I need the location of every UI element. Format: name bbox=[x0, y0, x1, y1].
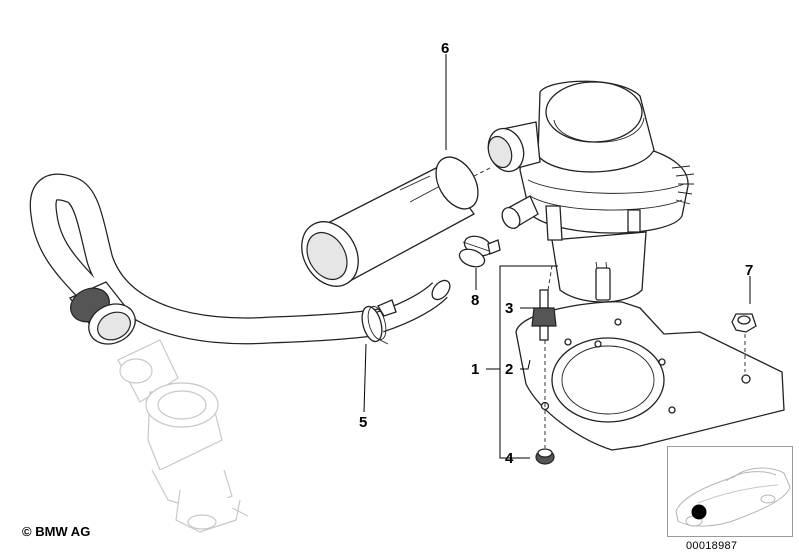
callout-5: 5 bbox=[359, 414, 367, 431]
nut-small bbox=[535, 448, 555, 465]
location-marker-icon bbox=[691, 504, 707, 520]
long-hose bbox=[29, 173, 383, 345]
short-hose bbox=[376, 279, 451, 333]
copyright-label: © BMW AG bbox=[22, 524, 91, 539]
rubber-mount bbox=[531, 289, 557, 341]
callout-7: 7 bbox=[745, 262, 753, 279]
leader-lines bbox=[363, 54, 751, 459]
intake-tube bbox=[301, 156, 479, 287]
hose-coupling bbox=[68, 281, 138, 345]
air-pump bbox=[487, 80, 695, 303]
callout-8: 8 bbox=[471, 292, 479, 309]
mounting-bracket bbox=[515, 301, 785, 451]
callout-6: 6 bbox=[441, 40, 449, 57]
nut-large bbox=[731, 313, 757, 333]
callout-2: 2 bbox=[505, 361, 513, 378]
locator-thumbnail bbox=[667, 446, 793, 537]
callout-3: 3 bbox=[505, 300, 513, 317]
small-clamp bbox=[458, 235, 501, 268]
assembly-lines bbox=[473, 167, 746, 448]
callout-1: 1 bbox=[471, 361, 479, 378]
hose-clamp bbox=[361, 299, 397, 345]
car-silhouette-icon bbox=[675, 467, 791, 527]
reference-number: 00018987 bbox=[686, 540, 738, 552]
callout-4: 4 bbox=[505, 450, 514, 467]
ghost-valve-assembly bbox=[117, 339, 249, 533]
